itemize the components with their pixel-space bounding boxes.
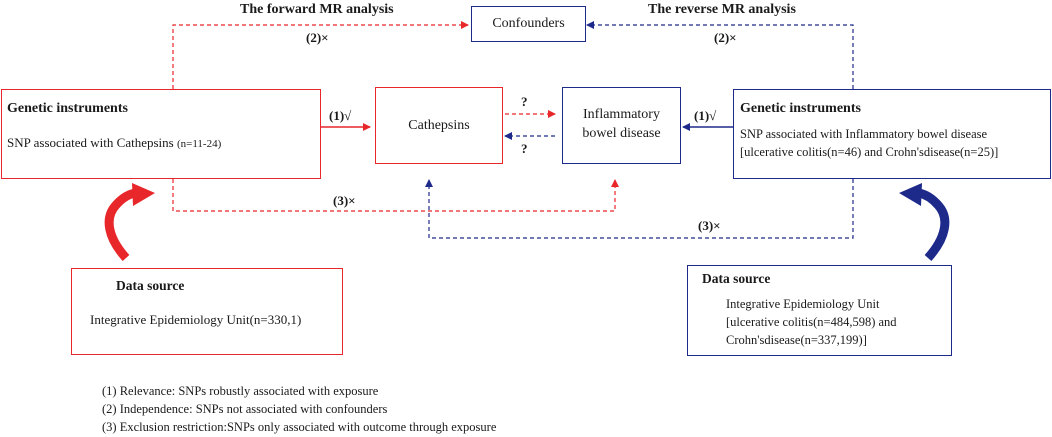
- confounders-label: Confounders: [492, 16, 565, 31]
- question-top: ?: [521, 94, 528, 109]
- forward-label-2: (2)×: [306, 30, 329, 45]
- right-source-line3: Crohn'sdisease(n=337,199)]: [726, 333, 867, 347]
- cathepsins-box: Cathepsins: [375, 87, 503, 164]
- left-genetic-instruments-box: Genetic instruments SNP associated with …: [1, 89, 321, 179]
- reverse-analysis-title: The reverse MR analysis: [648, 2, 796, 17]
- cathepsins-label: Cathepsins: [408, 118, 470, 133]
- right-instruments-line2: [ulcerative colitis(n=46) and Crohn'sdis…: [740, 145, 999, 159]
- left-curved-arrow: [104, 188, 137, 262]
- right-curved-arrow: [917, 188, 950, 262]
- ibd-box: Inflammatory bowel disease: [562, 87, 681, 164]
- note-exclusion: (3) Exclusion restriction:SNPs only asso…: [102, 420, 497, 434]
- reverse-label-3: (3)×: [698, 218, 721, 233]
- left-instruments-text: SNP associated with Cathepsins (n=11-24): [7, 135, 221, 151]
- reverse-path-2: [586, 21, 854, 89]
- right-curved-arrowhead: [899, 183, 922, 206]
- forward-analysis-title: The forward MR analysis: [240, 2, 394, 17]
- forward-label-3: (3)×: [333, 193, 356, 208]
- left-instruments-n: (n=11-24): [176, 138, 222, 150]
- forward-path-2: [172, 21, 469, 89]
- right-instruments-line1: SNP associated with Inflammatory bowel d…: [740, 127, 988, 141]
- right-instruments-title: Genetic instruments: [740, 101, 861, 116]
- confounders-box: Confounders: [471, 6, 586, 42]
- ibd-label-line1: Inflammatory: [583, 107, 660, 122]
- left-source-title: Data source: [116, 278, 185, 293]
- right-source-line1: Integrative Epidemiology Unit: [726, 297, 880, 311]
- reverse-path-3: [425, 179, 854, 239]
- left-curved-arrowhead: [132, 183, 155, 206]
- question-bottom: ?: [521, 141, 528, 156]
- forward-label-1: (1)√: [329, 108, 352, 123]
- right-source-line2: [ulcerative colitis(n=484,598) and: [726, 315, 897, 329]
- left-data-source-box: Data source Integrative Epidemiology Uni…: [71, 268, 343, 355]
- left-instruments-title: Genetic instruments: [7, 101, 128, 116]
- forward-path-3: [172, 179, 619, 212]
- right-genetic-instruments-box: Genetic instruments SNP associated with …: [733, 89, 1051, 179]
- reverse-label-2: (2)×: [714, 30, 737, 45]
- left-instruments-main: SNP associated with Cathepsins: [7, 135, 174, 150]
- right-data-source-box: Data source Integrative Epidemiology Uni…: [687, 265, 952, 356]
- reverse-label-1: (1)√: [694, 108, 717, 123]
- note-relevance: (1) Relevance: SNPs robustly associated …: [102, 384, 379, 398]
- left-source-text: Integrative Epidemiology Unit(n=330,1): [90, 312, 302, 327]
- note-independence: (2) Independence: SNPs not associated wi…: [102, 402, 388, 416]
- right-source-title: Data source: [702, 271, 771, 286]
- ibd-label-line2: bowel disease: [582, 126, 661, 141]
